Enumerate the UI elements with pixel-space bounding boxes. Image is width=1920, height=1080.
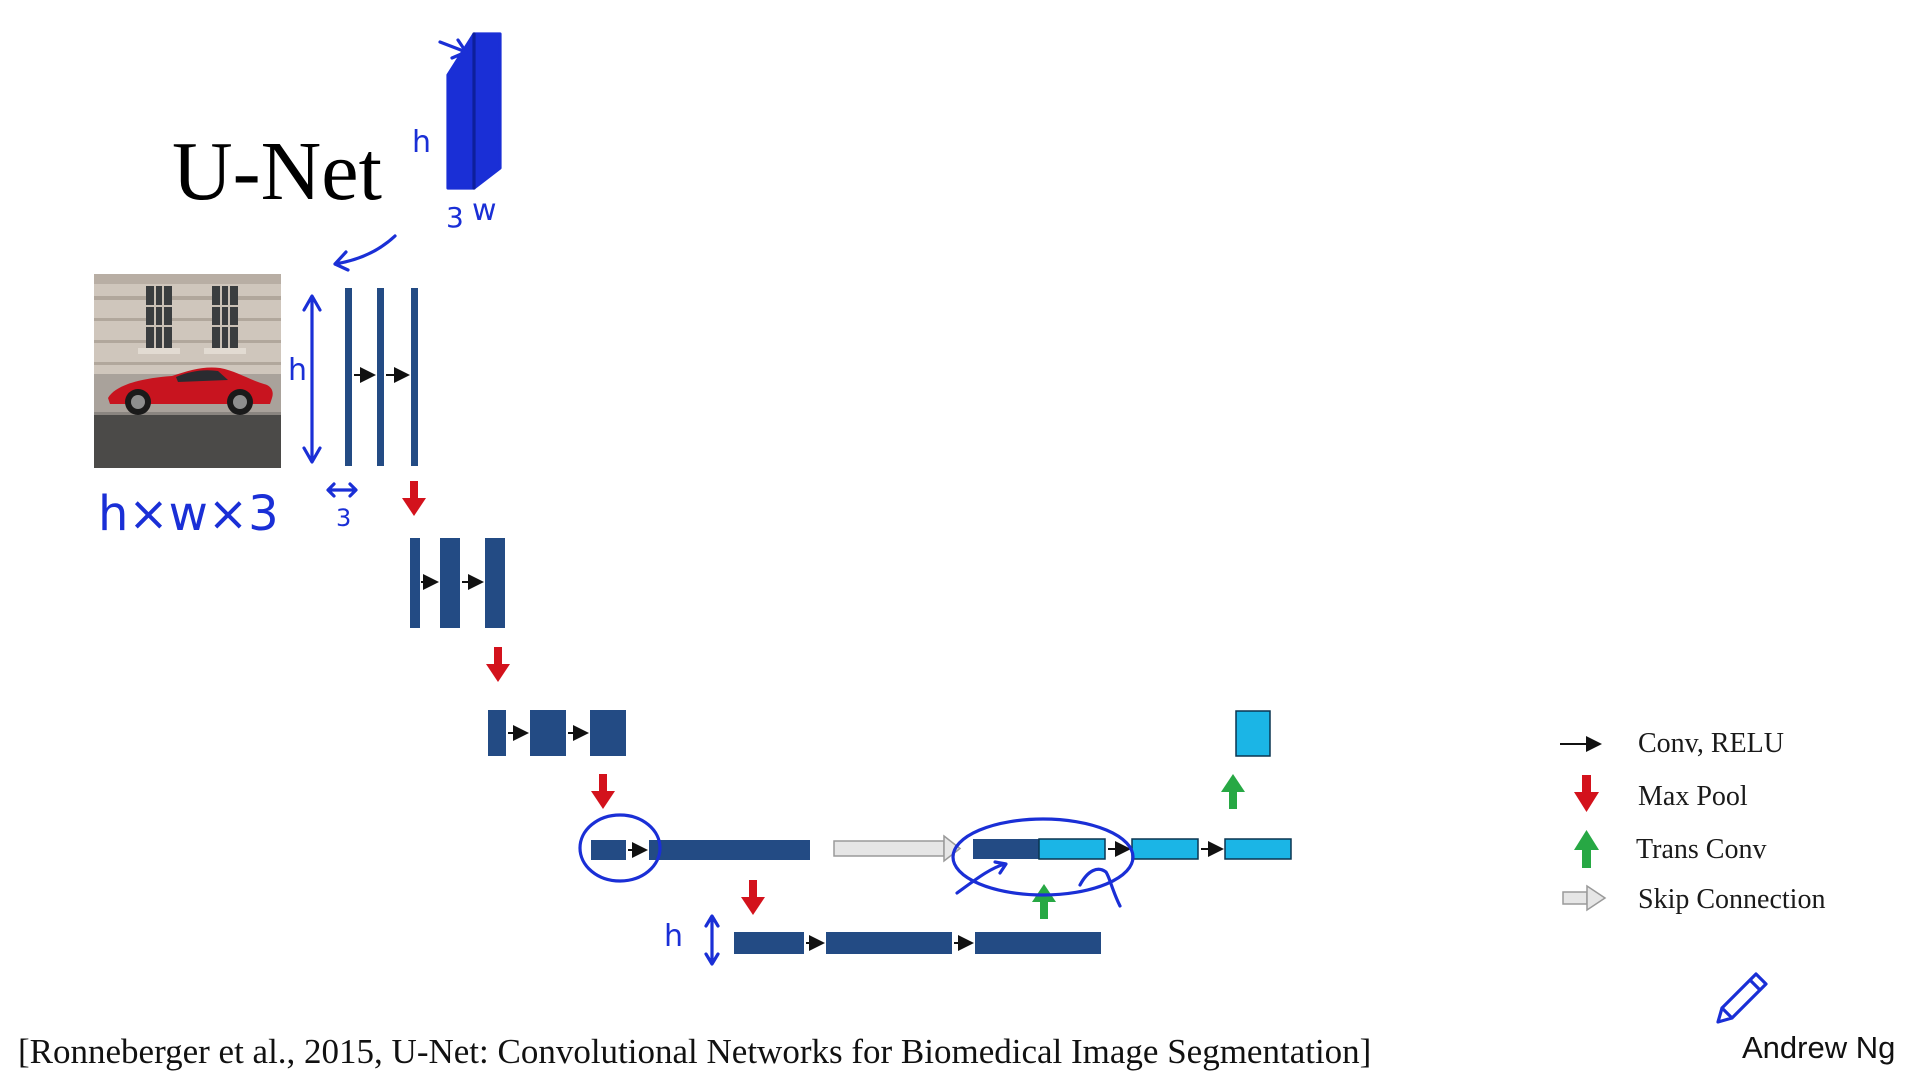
- enc3-block-2: [530, 710, 566, 756]
- bottleneck-block-2: [826, 932, 952, 954]
- enc1-slice-3: [411, 288, 418, 466]
- enc3-block-1: [488, 710, 506, 756]
- enc1-slice-2: [377, 288, 384, 466]
- transconv-arrow: [1032, 884, 1056, 919]
- bottleneck-block-3: [975, 932, 1101, 954]
- legend-maxpool-label: Max Pool: [1638, 781, 1748, 812]
- annotation-three-slab: 3: [446, 201, 464, 234]
- annotation-w-slab: w: [472, 193, 497, 228]
- legend-skip-label: Skip Connection: [1638, 884, 1826, 915]
- bottleneck-block-1: [734, 932, 804, 954]
- enc4-block-2: [649, 840, 745, 860]
- dec4-block-3: [1224, 838, 1292, 860]
- enc1-slice-1: [345, 288, 352, 466]
- annotation-h-layer: h: [288, 353, 308, 388]
- input-car-photo: [94, 274, 281, 468]
- skip-connection-arrow: [833, 834, 962, 863]
- annotation-input-dims: h×w×3: [98, 486, 279, 542]
- enc4-block-1: [591, 840, 626, 860]
- author-name: Andrew Ng: [1742, 1030, 1896, 1065]
- output-block: [1235, 710, 1271, 757]
- dec4-block-2: [1131, 838, 1199, 860]
- enc4-block-3: [742, 840, 810, 860]
- dec4-skip-copy: [973, 839, 1039, 859]
- page-title: U-Net: [172, 125, 382, 218]
- legend-transconv-icon: [1574, 830, 1599, 868]
- enc2-block-3: [485, 538, 505, 628]
- annotation-three-layer: 3: [336, 504, 352, 532]
- maxpool-arrow: [486, 647, 510, 682]
- transconv-arrow: [1221, 774, 1245, 809]
- dec4-upsampled: [1038, 838, 1106, 860]
- enc2-block-2: [440, 538, 460, 628]
- annotation-h-slab: h: [412, 125, 432, 160]
- legend-maxpool-icon: [1574, 775, 1599, 812]
- handwritten-annotations: [302, 32, 1768, 1024]
- maxpool-arrow: [402, 481, 426, 516]
- enc2-block-1: [410, 538, 420, 628]
- legend-transconv-label: Trans Conv: [1636, 834, 1767, 865]
- legend-skip-icon: [1562, 884, 1607, 912]
- citation: [Ronneberger et al., 2015, U-Net: Convol…: [18, 1032, 1372, 1071]
- annotation-h-bottleneck: h: [664, 919, 684, 954]
- maxpool-arrow: [591, 774, 615, 809]
- maxpool-arrow: [741, 880, 765, 915]
- legend-conv-label: Conv, RELU: [1638, 728, 1784, 759]
- enc3-block-3: [590, 710, 626, 756]
